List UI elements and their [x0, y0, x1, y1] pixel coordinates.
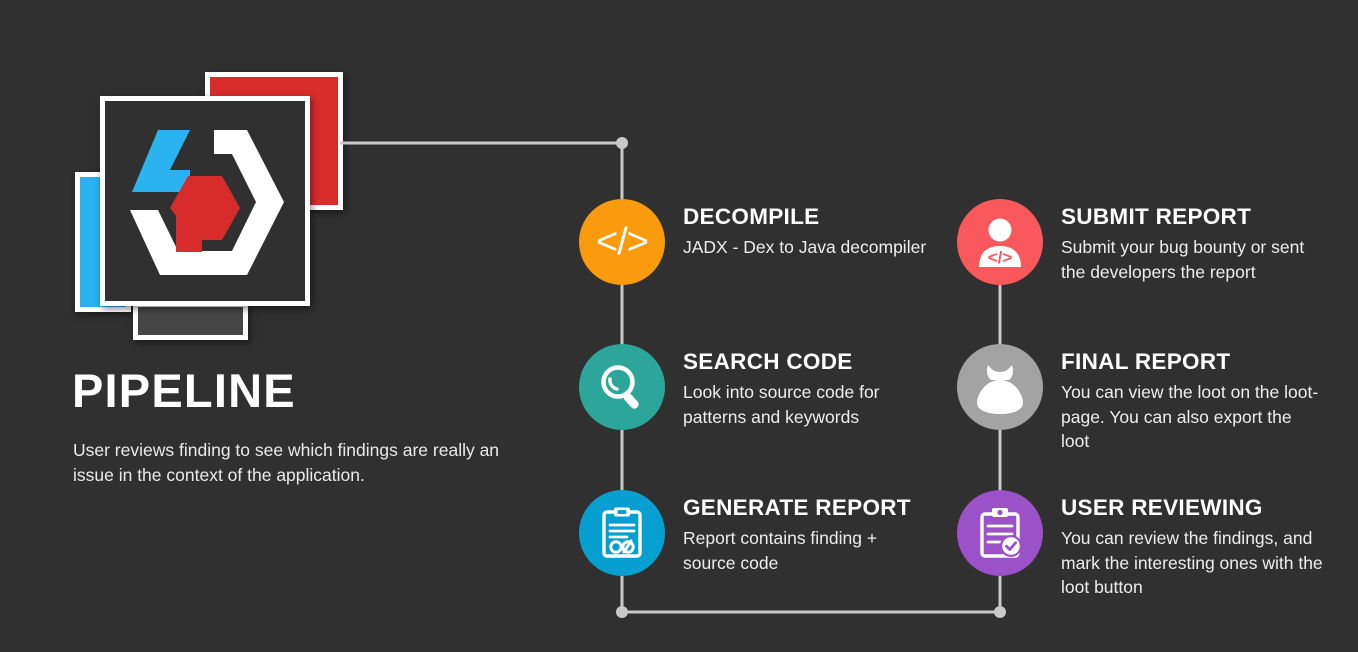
connector-dot-bottom-right: [994, 606, 1006, 618]
step-desc-submit-report: Submit your bug bounty or sent the devel…: [1061, 236, 1305, 282]
step-badge-final-report: [957, 344, 1043, 430]
logo-card-gray: [133, 302, 248, 340]
step-user-reviewing[interactable]: USER REVIEWING You can review the findin…: [957, 490, 1323, 600]
step-badge-user-reviewing: [957, 490, 1043, 576]
step-title-user-reviewing: USER REVIEWING: [1061, 495, 1263, 520]
clipboard-check-icon: [980, 508, 1022, 558]
magnifier-icon: [601, 365, 639, 409]
step-desc-generate-report: Report contains finding + source code: [683, 527, 878, 573]
step-decompile[interactable]: </> DECOMPILE JADX - Dex to Java decompi…: [579, 199, 928, 285]
step-title-decompile: DECOMPILE: [683, 204, 820, 229]
step-desc-search-code: Look into source code for patterns and k…: [683, 381, 880, 427]
step-title-final-report: FINAL REPORT: [1061, 349, 1231, 374]
page-subtitle: User reviews finding to see which findin…: [73, 440, 500, 486]
step-badge-decompile: </>: [579, 199, 665, 285]
step-title-submit-report: SUBMIT REPORT: [1061, 204, 1252, 229]
loot-bag-icon: [977, 365, 1023, 414]
step-badge-submit-report: </>: [957, 199, 1043, 285]
pipeline-logo: [0, 0, 420, 360]
step-badge-generate-report: [579, 490, 665, 576]
step-final-report[interactable]: FINAL REPORT You can view the loot on th…: [957, 344, 1323, 454]
step-generate-report[interactable]: GENERATE REPORT Report contains finding …: [579, 490, 928, 576]
svg-text:</>: </>: [988, 248, 1013, 267]
page-title: PIPELINE: [72, 364, 296, 417]
clipboard-report-icon: [602, 507, 642, 558]
step-submit-report[interactable]: </> SUBMIT REPORT Submit your bug bounty…: [957, 199, 1323, 285]
step-badge-search-code: [579, 344, 665, 430]
connector-dot-top-left: [616, 137, 628, 149]
step-desc-decompile: JADX - Dex to Java decompiler: [683, 236, 927, 257]
step-title-generate-report: GENERATE REPORT: [683, 495, 911, 520]
step-title-search-code: SEARCH CODE: [683, 349, 853, 374]
logo-hexagon-mark: [130, 130, 284, 275]
code-brackets-icon: </>: [596, 221, 649, 263]
person-code-icon: </>: [979, 218, 1021, 267]
step-desc-user-reviewing: You can review the findings, and mark th…: [1061, 527, 1323, 598]
step-desc-final-report: You can view the loot on the loot-page. …: [1061, 381, 1319, 452]
connector-dot-bottom-left: [616, 606, 628, 618]
step-search-code[interactable]: SEARCH CODE Look into source code for pa…: [579, 344, 928, 430]
